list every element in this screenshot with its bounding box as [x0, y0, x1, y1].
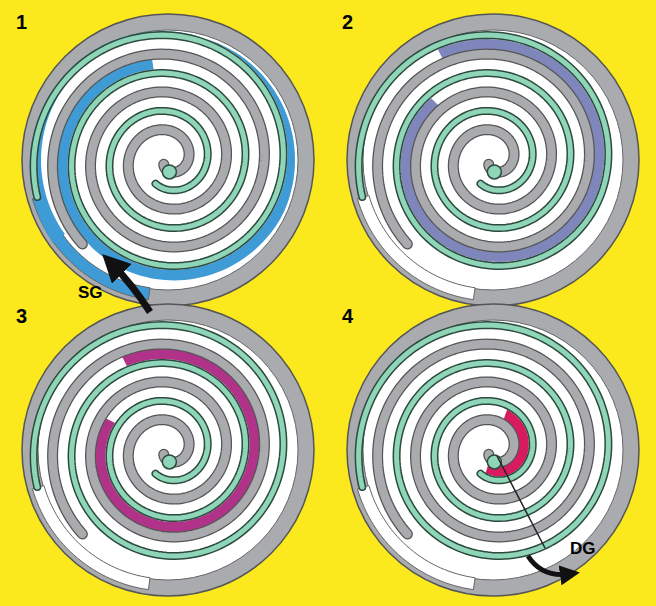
scroll-tip: [162, 165, 176, 179]
discharge-leader: [497, 456, 545, 548]
compressor-panel: [347, 304, 639, 596]
orbiting-scroll: [359, 35, 609, 266]
orbiting-scroll-outline: [359, 35, 609, 266]
panels: [22, 14, 639, 596]
compressor-panel: [22, 304, 314, 596]
suction-arrow: [112, 264, 150, 312]
gas-label: DG: [570, 540, 596, 557]
orbiting-scroll: [34, 35, 284, 266]
housing: [347, 304, 639, 596]
panel-number: 1: [16, 12, 27, 32]
discharge-arrow: [528, 556, 570, 575]
gas-label: SG: [78, 284, 103, 301]
compressor-panel: [22, 14, 314, 306]
orbiting-scroll-outline: [34, 35, 284, 266]
compressor-panel: [347, 14, 639, 306]
orbiting-scroll-outline: [359, 325, 609, 556]
scroll-tip: [162, 455, 176, 469]
gas-pocket: [30, 31, 295, 280]
housing: [22, 14, 314, 306]
housing: [347, 14, 639, 306]
housing: [22, 304, 314, 596]
orbiting-scroll: [359, 325, 609, 556]
orbiting-scroll: [34, 325, 284, 556]
panel-number: 2: [342, 12, 353, 32]
panel-number: 4: [342, 306, 353, 326]
panel-number: 3: [16, 306, 27, 326]
scroll-tip: [487, 165, 501, 179]
orbiting-scroll-outline: [34, 325, 284, 556]
